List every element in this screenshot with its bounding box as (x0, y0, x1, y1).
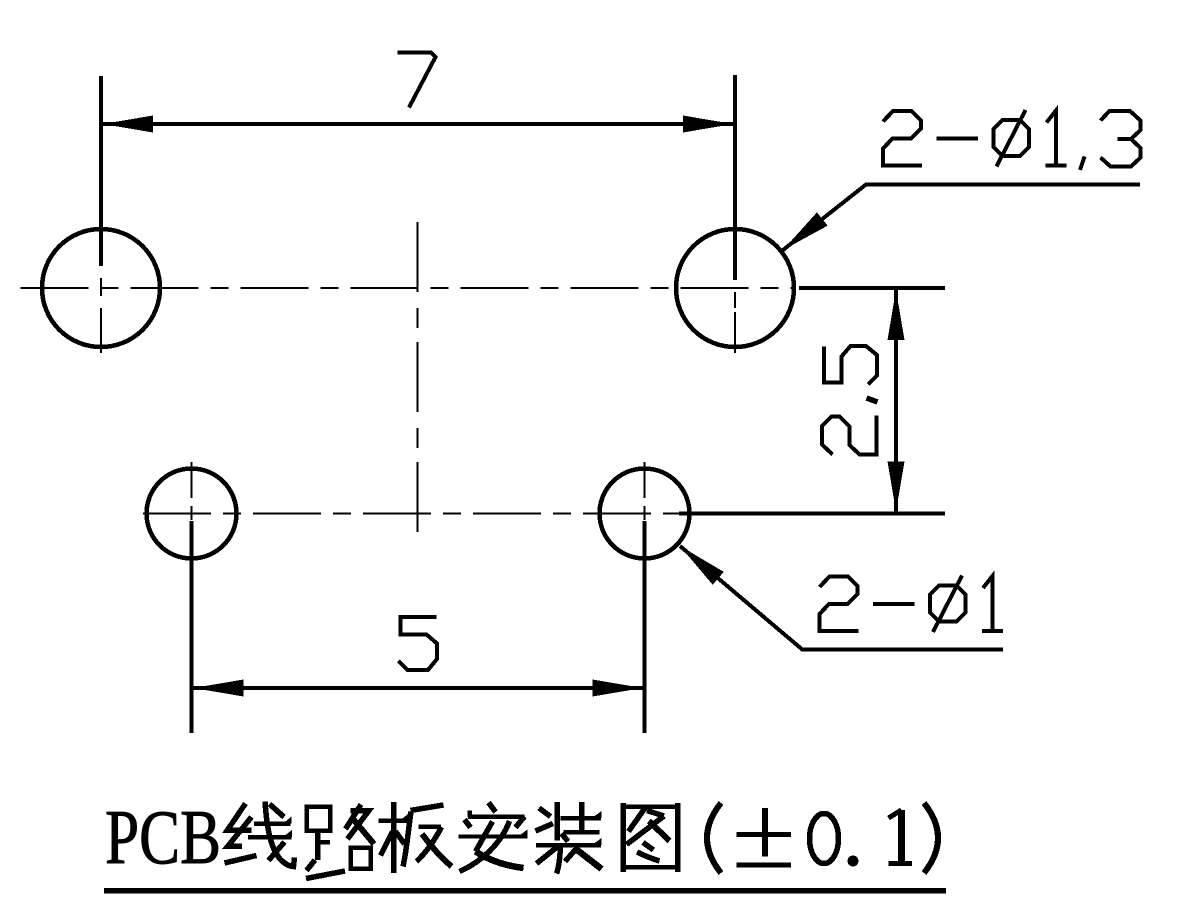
svg-text:PCB: PCB (105, 794, 221, 880)
